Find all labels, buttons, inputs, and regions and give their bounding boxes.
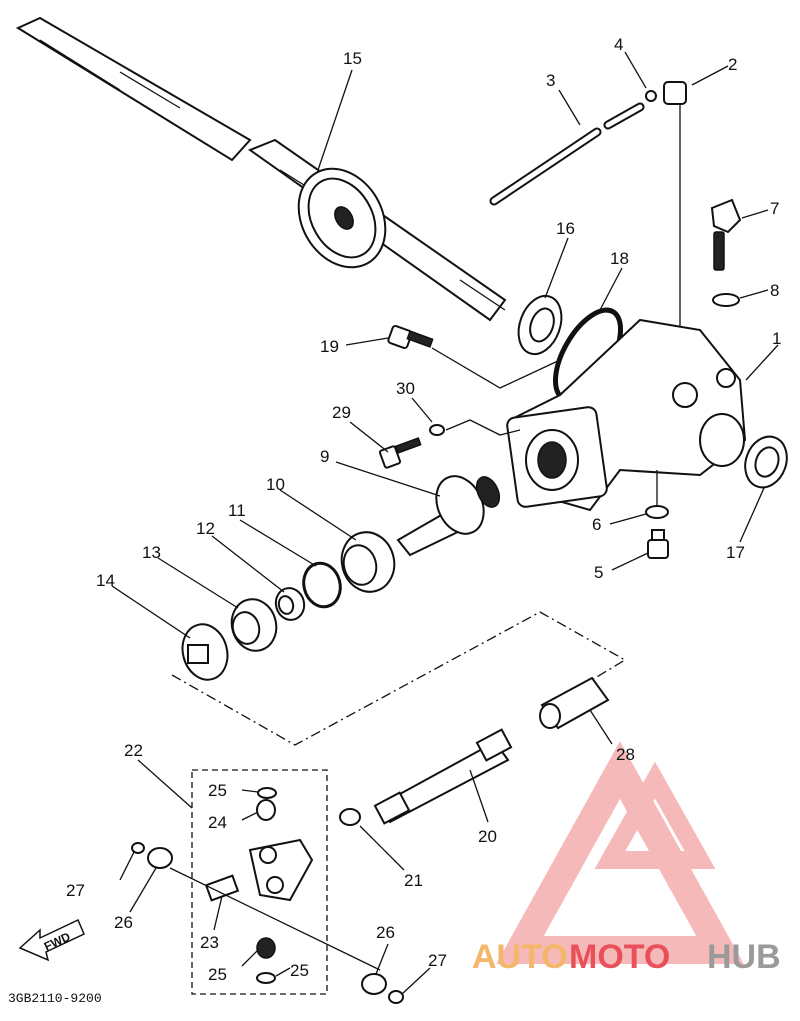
part-o-ring-small [712, 293, 740, 307]
callout-25-top: 25 [208, 781, 227, 800]
part-bearing-cap-bottom [256, 937, 276, 984]
part-spider-cap-left [131, 842, 173, 869]
callout-13: 13 [142, 543, 161, 562]
part-hex-bolt [378, 437, 422, 469]
callout-27-left: 27 [66, 881, 85, 900]
part-circlip [339, 808, 361, 826]
part-drive-shaft [15, 16, 507, 322]
universal-joint-box [191, 769, 328, 995]
callout-24-top: 24 [208, 813, 227, 832]
forward-label: FWD [42, 929, 73, 953]
callout-7: 7 [770, 199, 779, 218]
callout-26-left: 26 [114, 913, 133, 932]
callout-25-bottom: 25 [290, 961, 309, 980]
callout-26-right: 26 [376, 923, 395, 942]
callout-21: 21 [404, 871, 423, 890]
part-bearing-cap-top [256, 787, 277, 821]
part-drive-shaft-short [373, 728, 513, 825]
callout-29: 29 [332, 403, 351, 422]
callout-19: 19 [320, 337, 339, 356]
callout-27-right: 27 [428, 951, 447, 970]
part-gasket-washer [645, 470, 669, 519]
watermark-text-hub: HUB [707, 938, 781, 976]
watermark-logo-icon [496, 741, 744, 964]
assembly-line [171, 611, 627, 746]
leader-assembly-axis [169, 867, 381, 971]
part-bearing-medium [230, 598, 278, 652]
callout-1: 1 [772, 329, 781, 348]
watermark-text-moto: MOTO [569, 938, 670, 976]
callout-10: 10 [266, 475, 285, 494]
part-hose-clip [645, 90, 657, 102]
part-pinion-gear [396, 475, 501, 557]
forward-arrow-icon: FWD [18, 918, 85, 962]
callout-12: 12 [196, 519, 215, 538]
part-washer-small [429, 419, 521, 436]
callout-3: 3 [546, 71, 555, 90]
part-flange-bolt [387, 324, 561, 389]
part-gear-case [506, 318, 747, 512]
part-oil-seal [517, 294, 563, 356]
callout-30: 30 [396, 379, 415, 398]
callout-24-bottom: 25 [208, 965, 227, 984]
callout-15: 15 [343, 49, 362, 68]
part-oil-seal-right [744, 435, 788, 489]
watermark-text: AUTO MOTO HUB [472, 938, 781, 976]
callout-28: 28 [616, 745, 635, 764]
callout-22: 22 [124, 741, 143, 760]
callout-23: 23 [200, 933, 219, 952]
part-breather-hose [489, 102, 645, 206]
callout-9: 9 [320, 447, 329, 466]
callout-11: 11 [228, 501, 246, 520]
part-bearing-large [340, 531, 396, 593]
part-spider-cap-right [361, 973, 404, 1004]
part-universal-joint [204, 838, 314, 902]
part-bearing-small [274, 587, 306, 621]
part-drain-bolt [647, 529, 669, 559]
callout-14: 14 [96, 571, 115, 590]
callout-4: 4 [614, 35, 623, 54]
drawing-code: 3GB2110-9200 [8, 991, 102, 1006]
callout-18: 18 [610, 249, 629, 268]
callout-8: 8 [770, 281, 779, 300]
part-lock-nut [181, 623, 229, 681]
leader-lines [111, 51, 779, 995]
callout-5: 5 [594, 563, 603, 582]
callout-20: 20 [478, 827, 497, 846]
part-filler-plug [710, 198, 742, 271]
watermark-text-auto: AUTO [472, 938, 568, 976]
callout-6: 6 [592, 515, 601, 534]
callout-16: 16 [556, 219, 575, 238]
part-coupling-sleeve [539, 676, 610, 730]
callout-labels: 15 3 4 2 7 8 1 16 18 19 30 29 9 10 11 12… [66, 35, 781, 984]
callout-2: 2 [728, 55, 737, 74]
part-o-ring-medium [302, 561, 342, 609]
callout-17: 17 [726, 543, 745, 562]
